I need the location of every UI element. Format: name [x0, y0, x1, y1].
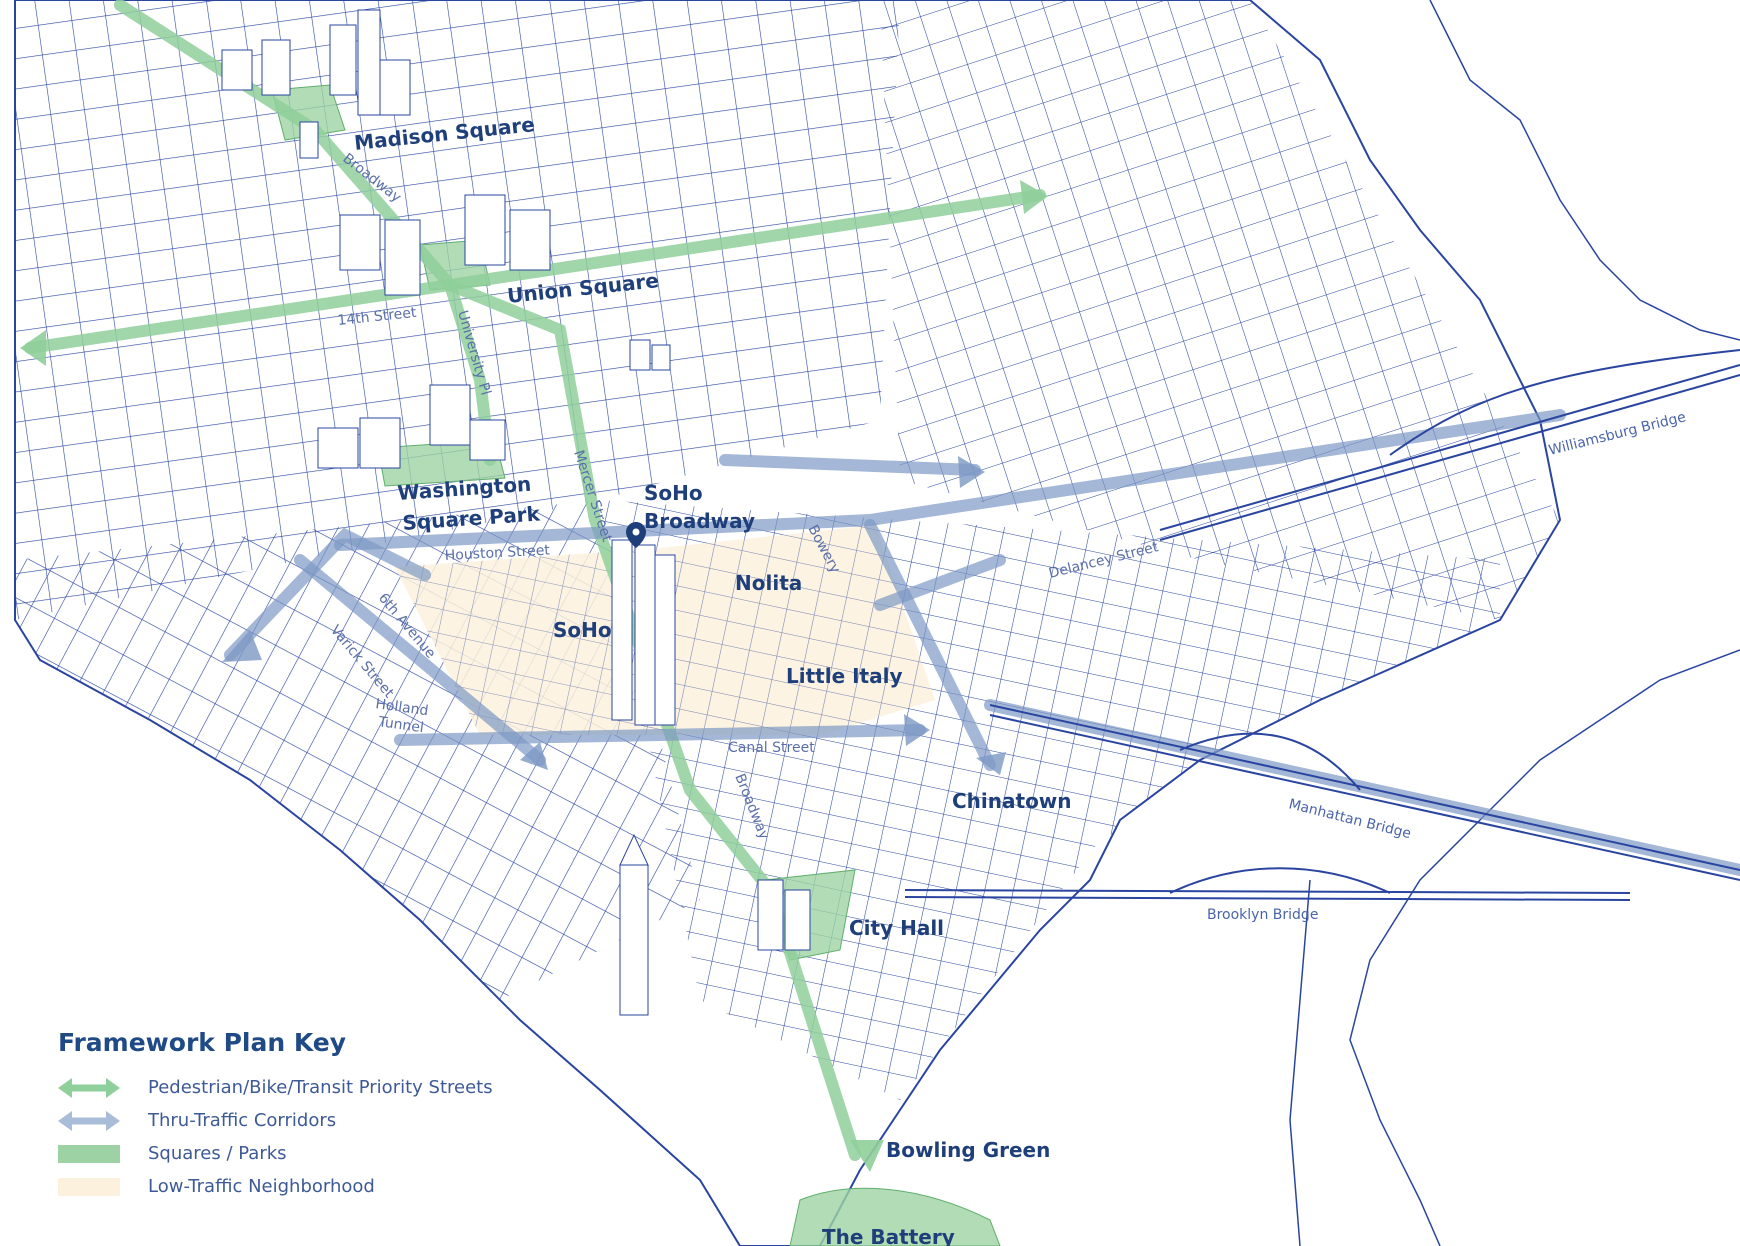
legend-label-thru-traffic: Thru-Traffic Corridors: [148, 1110, 337, 1131]
label-williamsburg-bridge: Williamsburg Bridge: [1547, 409, 1688, 459]
label-soho: SoHo: [553, 618, 612, 642]
one-world-trade-center: [619, 864, 649, 1016]
building-clusters: [221, 9, 811, 1016]
legend-label-low-traffic: Low-Traffic Neighborhood: [148, 1176, 375, 1197]
legend-label-priority-streets: Pedestrian/Bike/Transit Priority Streets: [148, 1077, 493, 1098]
the-battery-park: [789, 1187, 1001, 1246]
madison-square-park: [271, 84, 346, 141]
low-traffic-swatch: [58, 1177, 120, 1196]
legend-item-squares-parks: Squares / Parks: [58, 1137, 578, 1170]
legend: Framework Plan Key Pedestrian/Bike/Trans…: [58, 1028, 578, 1203]
washington-buildings: [317, 384, 506, 469]
thru-traffic-arrow-icon: [58, 1110, 120, 1132]
legend-label-squares-parks: Squares / Parks: [148, 1143, 287, 1164]
label-chinatown: Chinatown: [952, 789, 1072, 813]
label-soho-broadway-1: SoHo: [644, 481, 703, 505]
union-buildings: [339, 194, 551, 296]
label-canal-street: Canal Street: [728, 740, 815, 756]
label-houston-street: Houston Street: [444, 542, 550, 564]
label-the-battery: The Battery: [822, 1225, 955, 1246]
squares-parks-swatch: [58, 1144, 120, 1163]
soho-broadway-marker-icon: [626, 522, 646, 548]
label-bowling-green: Bowling Green: [886, 1138, 1050, 1162]
manhattan-bridge: [989, 704, 1740, 881]
label-little-italy: Little Italy: [786, 664, 903, 688]
label-city-hall: City Hall: [849, 916, 944, 940]
legend-item-priority-streets: Pedestrian/Bike/Transit Priority Streets: [58, 1071, 578, 1104]
label-brooklyn-bridge: Brooklyn Bridge: [1207, 907, 1318, 923]
legend-item-low-traffic: Low-Traffic Neighborhood: [58, 1170, 578, 1203]
broadway-buildings: [611, 539, 676, 726]
madison-buildings: [221, 9, 411, 159]
legend-title: Framework Plan Key: [58, 1028, 347, 1057]
brooklyn-bridge: [904, 867, 1631, 901]
priority-arrow-icon: [58, 1077, 120, 1099]
williamsburg-bridge: [1159, 349, 1740, 541]
city-hall-buildings: [757, 879, 811, 951]
label-holland-2: Tunnel: [376, 714, 424, 736]
label-nolita: Nolita: [735, 571, 802, 595]
label-holland-1: Holland: [374, 696, 429, 719]
label-soho-broadway-2: Broadway: [644, 509, 755, 533]
legend-item-thru-traffic: Thru-Traffic Corridors: [58, 1104, 578, 1137]
brooklyn-coast: [1289, 0, 1740, 1246]
